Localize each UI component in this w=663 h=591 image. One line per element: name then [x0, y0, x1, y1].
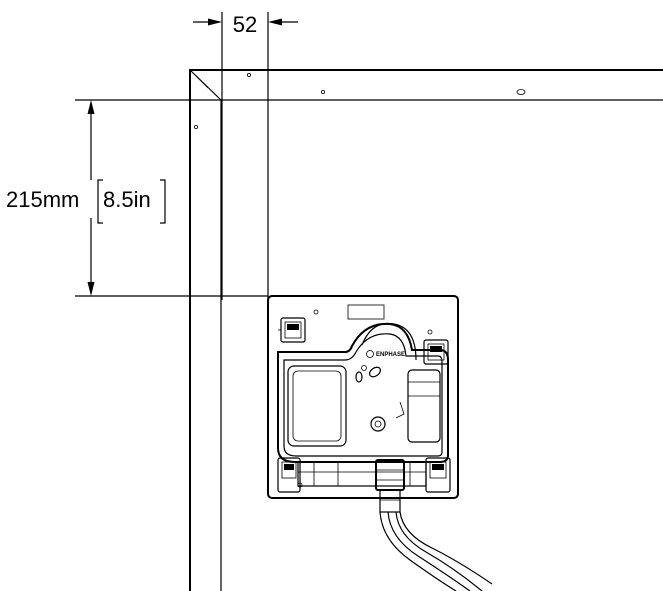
mounting-clip-top-left [278, 317, 306, 343]
panel-frame [189, 69, 663, 591]
enphase-logo: ENPHASE [366, 350, 405, 358]
brand-label: ENPHASE [376, 352, 405, 358]
microinverter: ENPHASE [267, 295, 459, 499]
vertical-dimension: 215mm 8.5in [6, 99, 268, 297]
vertical-dimension-in-label: 8.5in [103, 187, 151, 212]
mounting-clip-bottom-right [425, 457, 451, 493]
ac-cable [375, 459, 493, 591]
horizontal-dimension-label: 52 [233, 12, 257, 37]
mounting-clip-bottom-left [277, 457, 301, 493]
horizontal-dimension: 52 [193, 12, 298, 300]
vertical-dimension-mm-label: 215mm [6, 187, 79, 212]
